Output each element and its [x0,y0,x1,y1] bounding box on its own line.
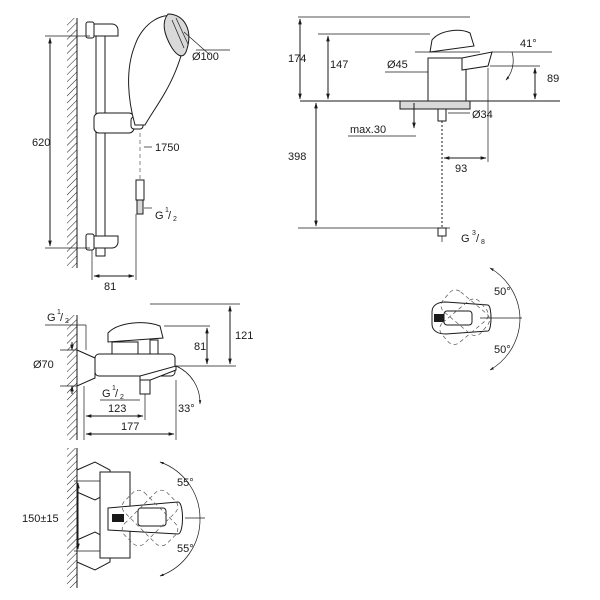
dim-177: 177 [121,421,139,433]
thread-top-frac-bot: 2 [65,318,69,325]
thread-frac-top: 1 [165,207,169,214]
thread-38-top: 3 [472,230,476,237]
bath-mixer-top-view: 55° 55° 150±15 [22,448,205,588]
dim-hose-1750: 1750 [155,142,179,154]
wall-hatch [67,18,77,268]
thread-top-frac-top: 1 [57,309,61,316]
basin-mixer-drawing: 174 147 Ø45 41° 89 Ø34 max.30 398 93 G 3… [288,16,560,371]
hose-connector [135,179,145,201]
thread-g: G [155,210,164,222]
shower-slider [93,112,135,134]
dim-81: 81 [104,281,116,293]
svg-text:/: / [60,312,64,324]
basin-mixer-spout [461,51,493,71]
dim-89: 89 [547,73,559,85]
angle-55-bot: 55° [177,543,194,555]
svg-text:/: / [115,388,119,400]
angle-55-top: 55° [177,477,194,489]
basin-mixer-lever [429,29,475,53]
shower-set-drawing: 620 Ø100 1750 G 1 / 2 81 [32,13,230,293]
bath-mixer-lever [107,322,164,343]
countertop [399,100,471,110]
dim-max30: max.30 [350,124,386,136]
dim-620: 620 [32,137,50,149]
wall-hatch-bottom [67,448,77,588]
svg-text:/: / [168,210,172,222]
rail-top-bracket [89,23,119,37]
thread-frac-bot: 2 [173,216,177,223]
bath-mixer-side-view: 121 81 Ø70 G 1 / 2 G 1 / 2 33° 123 177 [33,303,253,440]
dim-81-bath: 81 [194,341,206,353]
dim-147: 147 [330,59,348,71]
dim-d70: Ø70 [33,359,54,371]
dim-150: 150±15 [22,513,59,525]
thread-g38: G [461,233,470,245]
svg-text:/: / [476,233,480,245]
angle-33: 33° [178,403,195,415]
dim-121: 121 [235,330,253,342]
rail-bottom-bracket [89,235,119,249]
thread-mid-frac-top: 1 [112,385,116,392]
dim-head-d100: Ø100 [192,51,219,63]
dim-d34: Ø34 [472,109,493,121]
angle-41: 41° [520,38,537,50]
basin-mixer-body [427,57,467,102]
angle-50-top: 50° [494,286,511,298]
angle-50-bot: 50° [494,344,511,356]
thread-38-bot: 8 [481,239,485,246]
thread-g-top: G [47,312,56,324]
wall-hatch-bath [67,315,77,440]
shower-rail [95,23,106,257]
dim-123: 123 [108,403,126,415]
dim-398: 398 [288,151,306,163]
dim-174: 174 [288,53,306,65]
thread-mid-frac-bot: 2 [120,394,124,401]
escutcheon [76,349,96,387]
dim-93: 93 [455,163,467,175]
thread-g-mid: G [102,388,111,400]
dim-d45: Ø45 [387,59,408,71]
